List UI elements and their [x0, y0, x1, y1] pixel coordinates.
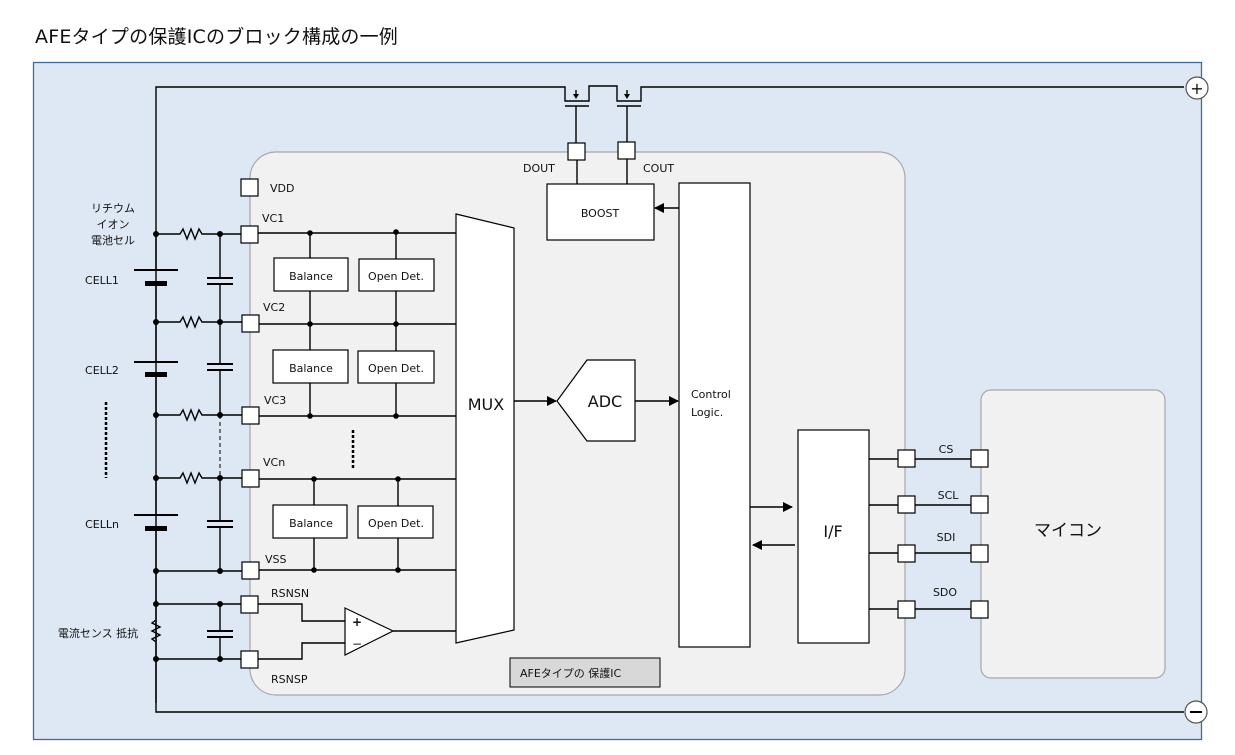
balance-block-1-label: Balance	[289, 270, 333, 283]
battery-cell-1	[134, 234, 178, 322]
pin-vc1	[240, 225, 259, 244]
boost-label: BOOST	[581, 207, 620, 220]
pin-vc2-label: VC2	[263, 301, 285, 314]
celln-label: CELLn	[85, 518, 119, 531]
pin-dout	[567, 142, 586, 161]
pin-vc1-label: VC1	[262, 212, 284, 225]
capacitor-column	[207, 234, 233, 571]
bus-sdi	[869, 544, 989, 563]
balance-block-2	[272, 349, 349, 384]
mcu-label: マイコン	[1034, 521, 1102, 541]
pin-vss	[241, 561, 260, 580]
cell1-label: CELL1	[85, 274, 119, 287]
pin-rsnsp-label: RSNSP	[271, 673, 308, 686]
balance-block-2-label: Balance	[289, 362, 333, 375]
pin-vss-label: VSS	[265, 553, 287, 566]
control-logic-label-line1: Control	[691, 388, 731, 401]
open-det-block-2-label: Open Det.	[368, 362, 424, 375]
adc-label: ADC	[588, 392, 622, 411]
charge-fet	[617, 90, 641, 143]
page-title: AFEタイプの保護ICのブロック構成の一例	[35, 26, 399, 48]
rsnsn-wire	[258, 603, 345, 622]
boost-block	[546, 183, 655, 241]
open-det-block-2	[357, 350, 435, 384]
minus-terminal[interactable]	[1184, 700, 1208, 724]
balance-block-n-label: Balance	[289, 517, 333, 530]
pin-dout-label: DOUT	[523, 162, 555, 175]
pin-vdd-label: VDD	[270, 182, 294, 195]
mcu-body	[980, 389, 1166, 679]
pin-rsnsp	[240, 650, 259, 669]
pin-vc3-label: VC3	[264, 394, 286, 407]
pin-vc3	[241, 406, 260, 425]
open-det-block-n-label: Open Det.	[368, 517, 424, 530]
bus-sdi-label: SDI	[937, 531, 956, 544]
open-det-block-n	[357, 505, 434, 539]
bus-sdo	[869, 600, 989, 619]
interface-block	[797, 429, 870, 644]
cell2-label: CELL2	[85, 364, 119, 377]
bus-cs	[869, 449, 989, 468]
cell-type-label-line2: イオン	[97, 218, 130, 231]
ic-name-label: AFEタイプの 保護IC	[520, 666, 622, 680]
control-logic-block	[678, 182, 751, 648]
pin-vcn-label: VCn	[263, 456, 285, 469]
battery-cell-n	[134, 478, 178, 604]
cell-type-label-line3: 電池セル	[91, 234, 135, 247]
interface-label: I/F	[823, 522, 842, 541]
bus-scl-label: SCL	[938, 489, 960, 502]
pin-vcn	[241, 469, 260, 488]
bus-scl	[869, 495, 989, 514]
current-sense-resistor	[150, 601, 243, 662]
amp-plus-label: +	[352, 615, 362, 629]
pin-vc2	[241, 314, 260, 333]
pin-rsnsn	[240, 595, 259, 614]
amp-minus-label: −	[352, 637, 362, 651]
control-logic-label-line2: Logic.	[691, 406, 723, 419]
open-det-block-1-label: Open Det.	[368, 270, 424, 283]
positive-rail	[155, 85, 1184, 703]
bus-cs-label: CS	[939, 443, 954, 456]
pin-cout-label: COUT	[643, 162, 674, 175]
sense-amplifier	[344, 607, 395, 656]
cell-type-label-line1: リチウム	[91, 202, 135, 215]
plus-terminal-label: +	[1190, 79, 1203, 98]
ic-name-box	[509, 657, 661, 688]
discharge-fet	[565, 90, 589, 143]
mux-block	[455, 213, 515, 644]
plus-terminal[interactable]: +	[1185, 76, 1209, 100]
rsnsp-wire	[258, 642, 345, 660]
open-det-block-1	[358, 258, 435, 292]
battery-cell-2	[134, 322, 178, 415]
pin-cout	[617, 141, 636, 160]
cell-bus-lines	[258, 229, 456, 573]
pin-rsnsn-label: RSNSN	[271, 587, 309, 600]
bus-sdo-label: SDO	[933, 586, 957, 599]
pin-vdd	[240, 178, 259, 197]
balance-block-1	[273, 257, 349, 292]
filter-vss	[153, 568, 243, 574]
mux-label: MUX	[468, 395, 505, 414]
balance-block-n	[272, 504, 348, 539]
sense-resistor-label: 電流センス 抵抗	[58, 626, 138, 640]
